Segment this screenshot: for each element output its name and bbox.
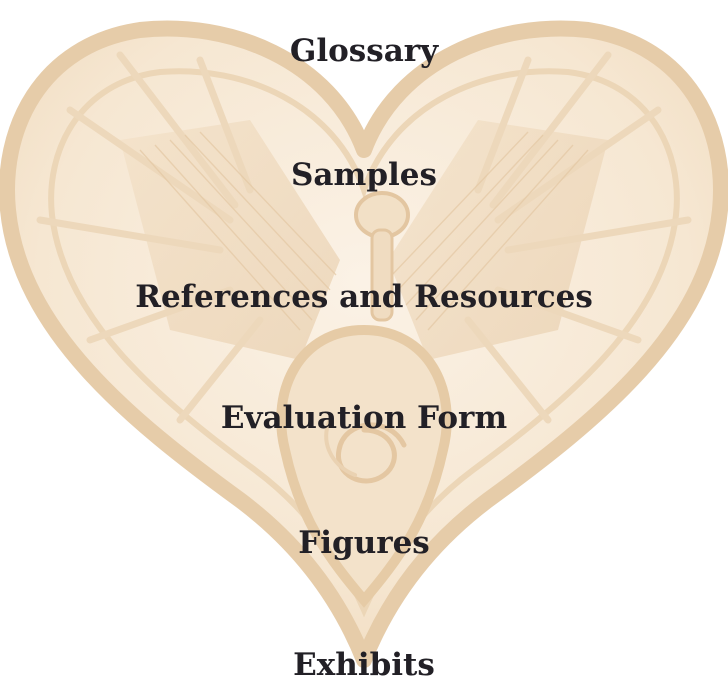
menu-link-exhibits[interactable]: Exhibits: [293, 647, 435, 683]
menu-link-samples[interactable]: Samples: [291, 157, 437, 193]
menu-link-figures[interactable]: Figures: [298, 525, 430, 561]
menu-link-glossary[interactable]: Glossary: [289, 33, 439, 69]
menu-link-evaluation-form[interactable]: Evaluation Form: [220, 400, 508, 436]
menu-link-references-and-resources[interactable]: References and Resources: [135, 279, 593, 315]
